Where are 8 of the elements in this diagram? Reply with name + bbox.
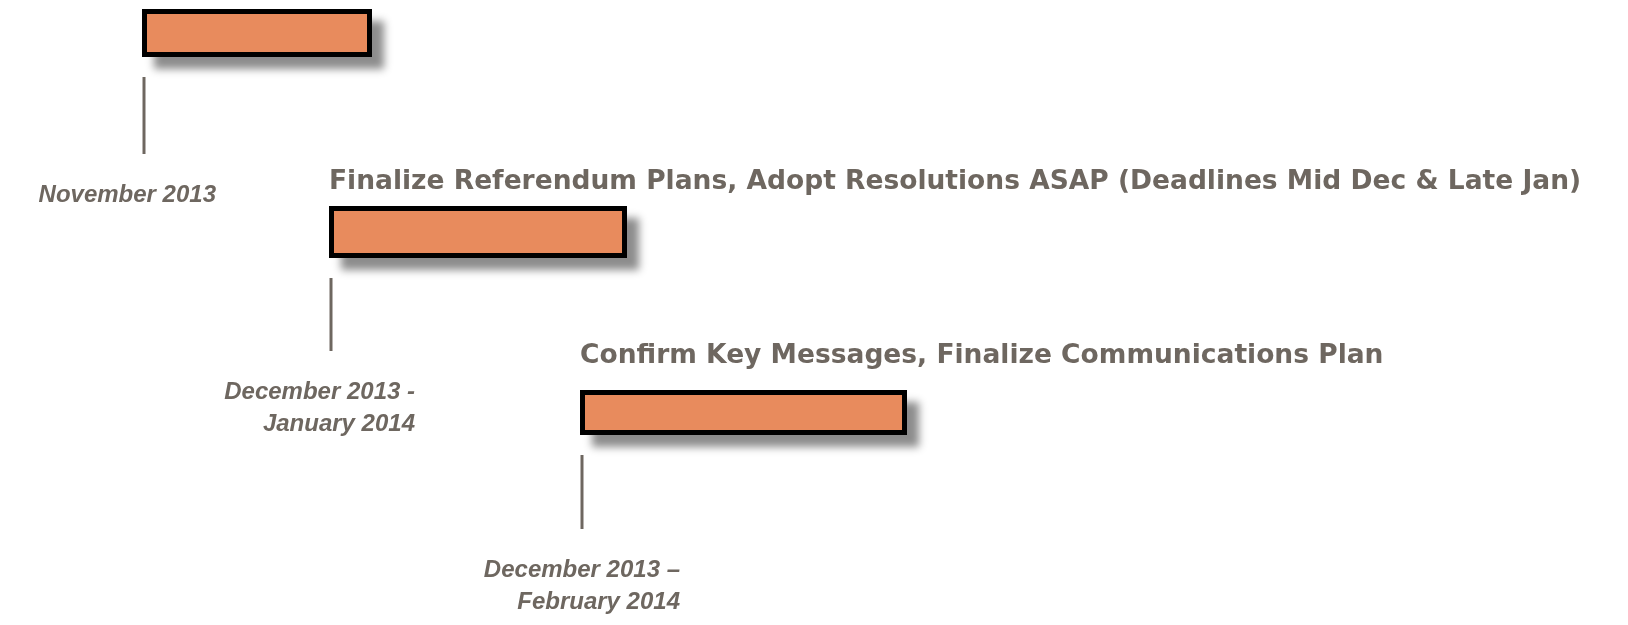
task-heading: Finalize Referendum Plans, Adopt Resolutions ASAP (Deadlines Mid Dec & Late Jan) (329, 164, 1582, 196)
task-heading: Confirm Key Messages, Finalize Communications Plan (580, 338, 1384, 370)
date-label: November 2013 (37, 179, 216, 209)
date-label: December 2013 - January 2014 (223, 376, 415, 438)
leader-line (142, 77, 146, 154)
leader-line (580, 455, 584, 529)
date-label: December 2013 – February 2014 (482, 554, 680, 616)
leader-line (329, 278, 333, 351)
